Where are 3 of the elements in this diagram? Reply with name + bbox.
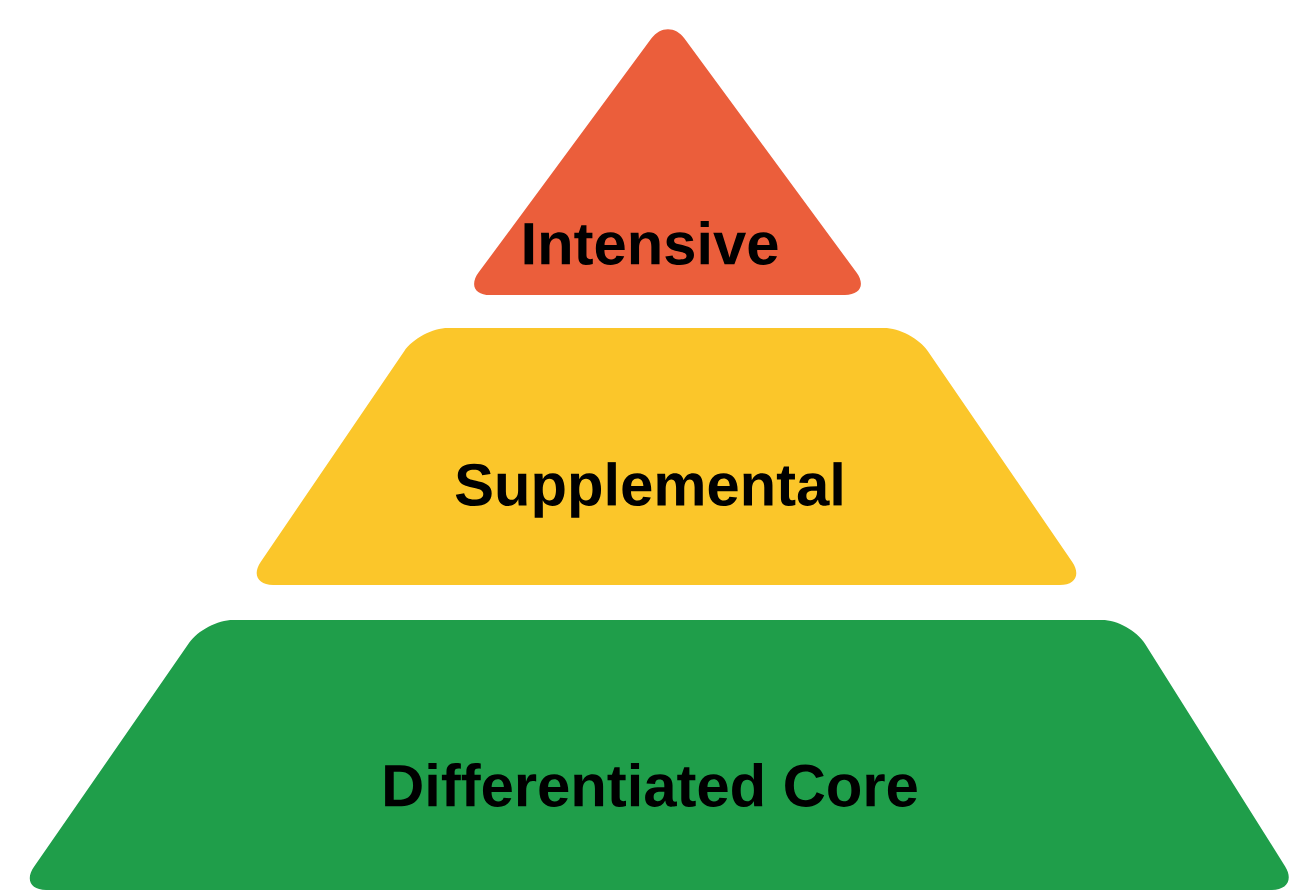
pyramid-tier: Intensive (474, 29, 861, 295)
pyramid-tier: Supplemental (256, 328, 1077, 585)
pyramid-tier: Differentiated Core (29, 620, 1289, 890)
